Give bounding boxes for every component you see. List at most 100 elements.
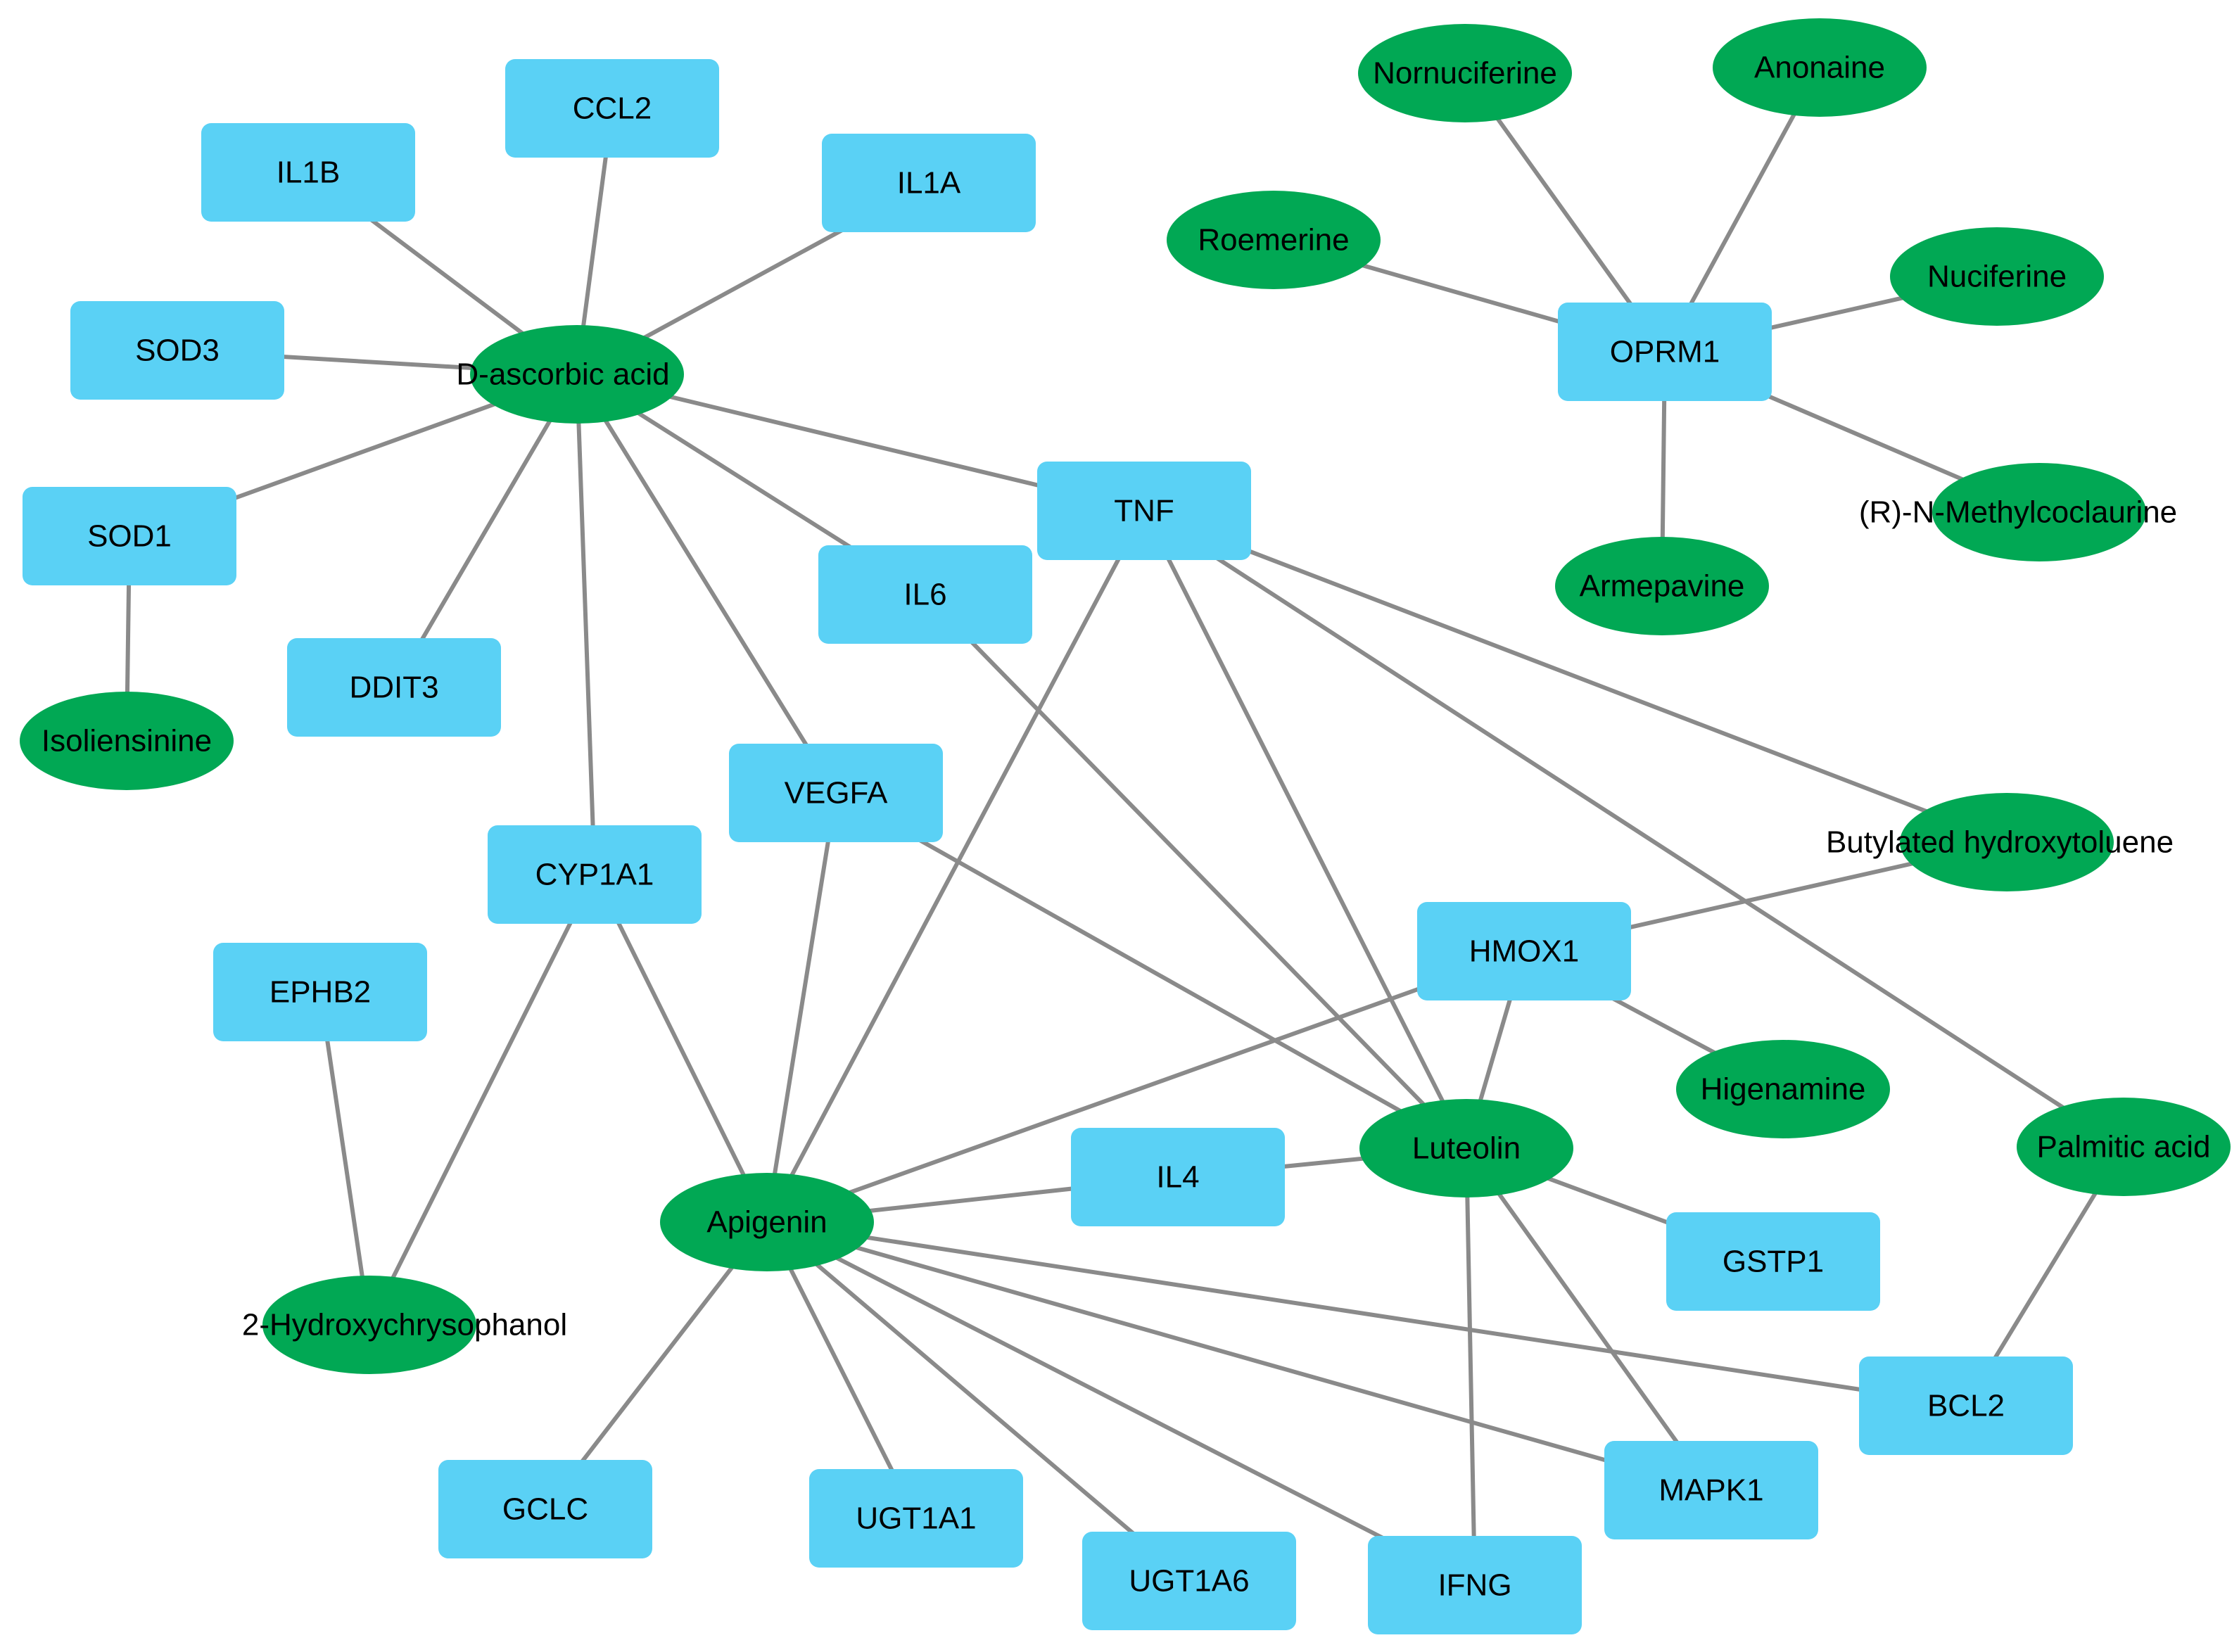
node-label: Nuciferine [1927,260,2067,294]
compound-ellipse [1890,227,2104,326]
target-node-ccl2[interactable]: CCL2 [505,59,719,158]
compound-node-palmitic[interactable]: Palmitic acid [2017,1098,2231,1196]
target-box [1558,303,1772,401]
target-node-mapk1[interactable]: MAPK1 [1604,1441,1818,1539]
edge-hmox1-apigenin [765,949,1526,1224]
target-node-il6[interactable]: IL6 [818,545,1032,644]
node-label: Higenamine [1701,1072,1866,1107]
target-node-ephb2[interactable]: EPHB2 [213,943,427,1041]
compound-node-luteolin[interactable]: Luteolin [1359,1099,1573,1197]
target-node-il1a[interactable]: IL1A [822,134,1036,232]
node-label: IL4 [1156,1160,1199,1195]
edge-dasc-cyp1a1 [575,372,597,877]
target-box [1666,1212,1880,1311]
target-node-ugt1a6[interactable]: UGT1A6 [1082,1532,1296,1630]
node-label: IFNG [1438,1568,1511,1603]
compound-node-bht[interactable]: Butylated hydroxytoluene [1826,793,2174,891]
node-label: IL1B [277,155,341,190]
compound-node-nornuc[interactable]: Nornuciferine [1358,24,1572,122]
target-node-il1b[interactable]: IL1B [201,123,415,222]
node-label: GSTP1 [1723,1245,1824,1279]
node-label: MAPK1 [1658,1473,1763,1508]
edge-vegfa-apigenin [765,791,838,1224]
node-label: BCL2 [1927,1389,2005,1423]
target-node-ugt1a1[interactable]: UGT1A1 [809,1469,1023,1568]
edge-apigenin-ugt1a1 [765,1220,918,1520]
edge-ephb2-hydroxy [318,990,372,1327]
node-label: SOD1 [87,519,172,554]
compound-node-dasc[interactable]: D-ascorbic acid [456,325,684,424]
compound-node-apigenin[interactable]: Apigenin [660,1173,874,1271]
edge-tnf-luteolin [1142,509,1469,1150]
compound-ellipse [1900,793,2114,891]
compound-node-armepavine[interactable]: Armepavine [1555,537,1769,635]
node-label: Apigenin [706,1205,827,1240]
target-box [818,545,1032,644]
target-box [213,943,427,1041]
compound-node-roemerine[interactable]: Roemerine [1167,191,1381,289]
target-node-oprm1[interactable]: OPRM1 [1558,303,1772,401]
target-node-bcl2[interactable]: BCL2 [1859,1356,2073,1455]
target-node-il4[interactable]: IL4 [1071,1128,1285,1226]
target-node-gclc[interactable]: GCLC [438,1460,652,1558]
target-node-sod3[interactable]: SOD3 [70,301,284,400]
target-box [1417,902,1631,1000]
edge-apigenin-ifng [765,1220,1477,1587]
node-label: Anonaine [1754,51,1885,85]
node-label: UGT1A1 [856,1501,976,1536]
target-box [505,59,719,158]
target-box [822,134,1036,232]
node-label: DDIT3 [349,671,438,705]
edge-tnf-bht [1142,509,2009,844]
compound-ellipse [470,325,684,424]
target-box [1082,1532,1296,1630]
edge-apigenin-mapk1 [765,1220,1713,1492]
edge-tnf-apigenin [765,509,1146,1224]
target-node-hmox1[interactable]: HMOX1 [1417,902,1631,1000]
target-box [70,301,284,400]
target-node-sod1[interactable]: SOD1 [23,487,236,585]
node-label: TNF [1114,494,1174,528]
edge-cyp1a1-apigenin [592,872,769,1224]
edge-vegfa-luteolin [834,791,1469,1150]
edge-il6-luteolin [923,592,1469,1150]
edge-apigenin-ugt1a6 [765,1220,1191,1583]
target-box [1071,1128,1285,1226]
compound-node-anonaine[interactable]: Anonaine [1713,18,1927,117]
node-label: Isoliensinine [42,724,212,758]
node-label: Butylated hydroxytoluene [1826,825,2174,860]
node-label: Nornuciferine [1373,56,1557,91]
edge-dasc-vegfa [575,372,838,795]
compound-ellipse [1555,537,1769,635]
node-label: Armepavine [1580,569,1745,604]
compound-node-isoli[interactable]: Isoliensinine [20,692,234,790]
target-node-tnf[interactable]: TNF [1037,462,1251,560]
edge-cyp1a1-hydroxy [367,872,597,1327]
node-label: IL6 [903,578,946,612]
target-box [287,638,501,737]
target-box [201,123,415,222]
compound-node-rnmethyl[interactable]: (R)-N-Methylcoclaurine [1859,463,2177,561]
node-label: (R)-N-Methylcoclaurine [1859,495,2177,530]
node-label: SOD3 [135,333,220,368]
node-label: Roemerine [1198,223,1349,258]
node-label: EPHB2 [269,975,371,1010]
target-node-vegfa[interactable]: VEGFA [729,744,943,842]
compound-node-hydroxy[interactable]: 2-Hydroxychrysophanol [242,1276,567,1374]
edge-dasc-ddit3 [392,372,579,690]
compound-node-higen[interactable]: Higenamine [1676,1040,1890,1138]
node-label: IL1A [897,166,961,201]
node-label: Luteolin [1412,1131,1521,1166]
compound-ellipse [1359,1099,1573,1197]
node-label: UGT1A6 [1129,1564,1249,1599]
target-node-ifng[interactable]: IFNG [1368,1536,1582,1634]
target-box [1604,1441,1818,1539]
compound-node-nuciferine[interactable]: Nuciferine [1890,227,2104,326]
edge-luteolin-mapk1 [1464,1146,1713,1492]
target-node-cyp1a1[interactable]: CYP1A1 [488,825,702,924]
target-box [488,825,702,924]
target-box [1037,462,1251,560]
target-node-gstp1[interactable]: GSTP1 [1666,1212,1880,1311]
target-node-ddit3[interactable]: DDIT3 [287,638,501,737]
